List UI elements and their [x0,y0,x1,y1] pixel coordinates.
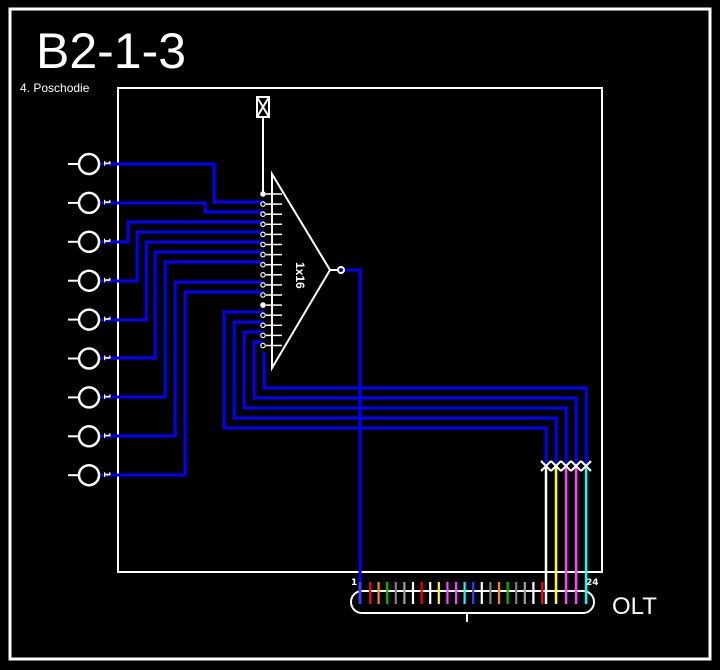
outlet: 1 [68,463,111,487]
outlet: 1 [68,269,111,292]
splitter-port [260,201,266,207]
wire-port-b [232,320,558,464]
splitter-port [260,261,266,268]
wire-port-d [252,340,578,464]
wire-outlet-3 [100,220,264,244]
splitter-port [260,332,266,339]
olt: 1 24 OLT [350,460,657,622]
wire-outlet-2 [100,201,264,214]
outlet-circle [77,463,101,487]
outlet: 1 [68,425,111,448]
wire-outlet-5 [100,240,264,322]
wire-outlet-4 [100,230,264,283]
wire-port-c [242,330,568,464]
outlet-circle [77,191,101,215]
outlet-port-label: 1 [101,277,111,283]
outer-frame [8,7,712,661]
splitter-triangle [271,170,332,372]
splitter-port [260,282,266,288]
outlet-circle [77,347,101,370]
outlet: 1 [68,347,111,370]
outlet-port-label: 1 [101,355,111,361]
outlet-port-label: 1 [101,432,111,438]
outlet-circle [77,269,101,292]
outlets: 1 1 1 1 1 1 1 1 1 [68,152,111,487]
splice-cross [580,460,592,472]
wire-outlet-1 [100,162,264,204]
outlet-port-label: 1 [101,238,111,244]
olt-label: OLT [612,593,657,620]
splitter: 1x16 [260,170,345,372]
splitter-label: 1x16 [293,262,307,289]
floor-label: 4. Poschodie [20,81,90,95]
outlet: 1 [68,230,111,254]
splitter-port [260,322,266,329]
splice-cross [550,460,562,472]
outlet: 1 [68,308,111,331]
splitter-port [260,271,266,278]
splitter-port [260,221,266,228]
splitter-ports [260,191,282,349]
splitter-port [260,191,266,197]
diagram-title: B2-1-3 [36,23,186,79]
outlet-circle [77,425,101,448]
outlet: 1 [68,386,111,409]
wire-group [100,162,588,604]
splitter-port [260,211,266,218]
wire-outlet-7 [100,260,264,399]
splice-cross [540,460,552,472]
splice-cross [560,460,572,472]
splitter-port [260,231,266,238]
outlet-circle [77,386,101,409]
outlet-port-label: 1 [101,160,111,166]
splitter-port [260,251,266,258]
olt-crosses [540,460,592,472]
wire-outlet-9 [100,290,264,477]
outlet-circle [77,152,101,176]
outlet-circle [77,230,101,254]
wire-port-a [222,310,548,464]
olt-active-fibers [544,466,588,604]
olt-fibers [358,582,544,604]
splice-cross [570,460,582,472]
outlet-port-label: 1 [101,471,111,477]
splitter-port [260,241,266,248]
outlet: 1 [68,191,111,215]
outlet-port-label: 1 [101,316,111,322]
wire-port-e [262,352,588,464]
outlet-port-label: 1 [101,393,111,399]
splitter-output-port [337,266,345,274]
outlet: 1 [68,152,111,176]
olt-port-end: 24 [586,578,599,588]
splitter-port [260,342,266,349]
splitter-port [260,302,266,308]
outlet-port-label: 1 [101,199,111,205]
splitter-port [260,292,266,298]
wire-outlet-8 [100,280,264,438]
splitter-port [260,312,266,319]
wire-outlet-6 [100,250,264,360]
wire-splitter-output [340,268,362,604]
olt-port-start: 1 [351,578,357,588]
outlet-circle [77,308,101,331]
